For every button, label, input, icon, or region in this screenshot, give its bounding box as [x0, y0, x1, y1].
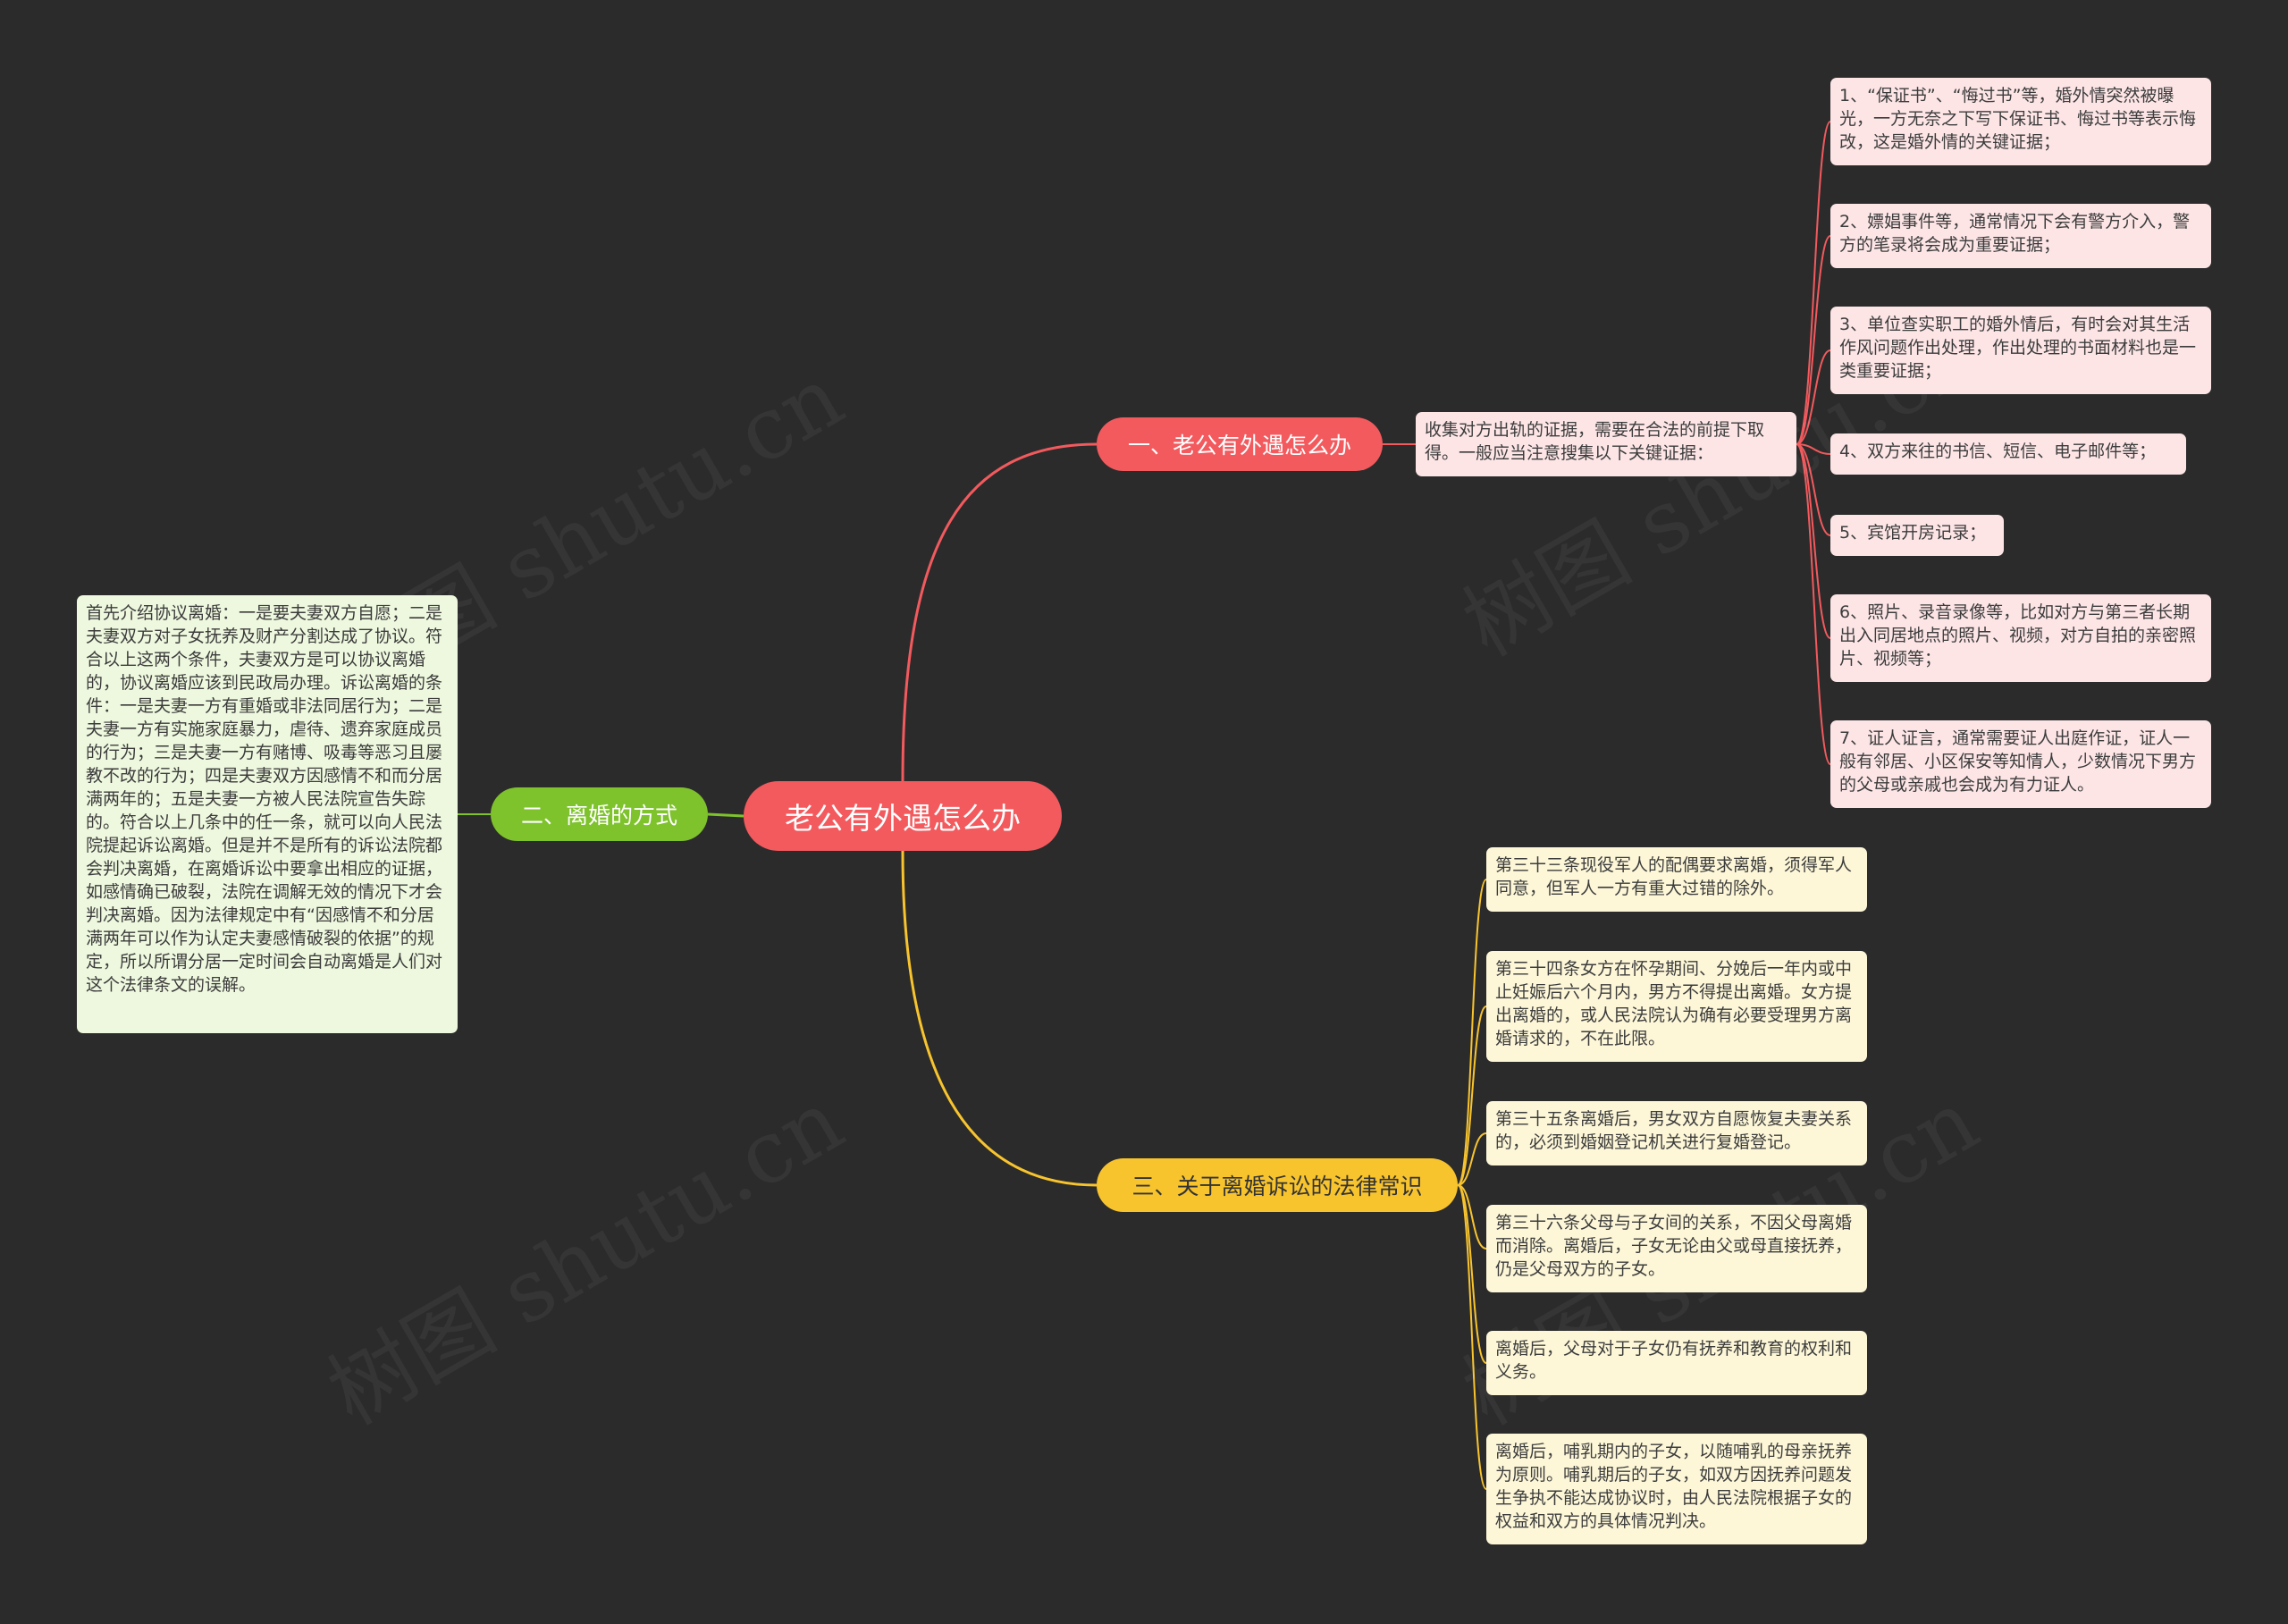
evidence-item-1[interactable]: 1、“保证书”、“悔过书”等，婚外情突然被曝光，一方无奈之下写下保证书、悔过书等…: [1830, 78, 2211, 165]
evidence-link-7: [1796, 443, 1831, 765]
root-to-branch1-line: [901, 442, 1098, 782]
law-link-4: [1457, 1184, 1487, 1250]
law-item-5[interactable]: 离婚后，父母对于子女仍有抚养和教育的权利和义务。: [1486, 1331, 1867, 1395]
law-item-6[interactable]: 离婚后，哺乳期内的子女，以随哺乳的母亲抚养为原则。哺乳期后的子女，如双方因抚养问…: [1486, 1434, 1867, 1544]
root-to-branch2-line: [707, 812, 744, 818]
law-item-2[interactable]: 第三十四条女方在怀孕期间、分娩后一年内或中止妊娠后六个月内，男方不得提出离婚。女…: [1486, 951, 1867, 1062]
law-link-3: [1457, 1132, 1487, 1186]
law-link-5: [1457, 1184, 1487, 1364]
law-link-1: [1457, 879, 1487, 1186]
root-topic[interactable]: 老公有外遇怎么办: [744, 781, 1062, 851]
evidence-link-1: [1796, 121, 1831, 445]
evidence-item-2[interactable]: 2、嫖娼事件等，通常情况下会有警方介入，警方的笔录将会成为重要证据；: [1830, 204, 2211, 268]
evidence-link-6: [1796, 443, 1831, 639]
law-item-4[interactable]: 第三十六条父母与子女间的关系，不因父母离婚而消除。离婚后，子女无论由父或母直接抚…: [1486, 1205, 1867, 1292]
evidence-item-5[interactable]: 5、宾馆开房记录；: [1830, 515, 2004, 556]
evidence-link-4: [1796, 443, 1831, 455]
root-to-branch3-line: [901, 850, 1098, 1187]
law-link-2: [1457, 1006, 1487, 1186]
branch-divorce-law[interactable]: 三、关于离婚诉讼的法律常识: [1097, 1158, 1458, 1212]
evidence-item-7[interactable]: 7、证人证言，通常需要证人出庭作证，证人一般有邻居、小区保安等知情人，少数情况下…: [1830, 720, 2211, 808]
branch-affair-handling[interactable]: 一、老公有外遇怎么办: [1097, 417, 1383, 471]
law-link-6: [1457, 1184, 1487, 1490]
branch1-intro-card[interactable]: 收集对方出轨的证据，需要在合法的前提下取得。一般应当注意搜集以下关键证据：: [1416, 412, 1796, 476]
evidence-item-3[interactable]: 3、单位查实职工的婚外情后，有时会对其生活作风问题作出处理，作出处理的书面材料也…: [1830, 307, 2211, 394]
evidence-link-5: [1796, 443, 1831, 536]
divorce-methods-card[interactable]: 首先介绍协议离婚：一是要夫妻双方自愿；二是夫妻双方对子女抚养及财产分割达成了协议…: [77, 595, 458, 1033]
evidence-link-3: [1796, 349, 1831, 445]
evidence-link-2: [1796, 235, 1831, 445]
branch-divorce-methods[interactable]: 二、离婚的方式: [491, 787, 708, 841]
law-item-1[interactable]: 第三十三条现役军人的配偶要求离婚，须得军人同意，但军人一方有重大过错的除外。: [1486, 847, 1867, 912]
evidence-item-6[interactable]: 6、照片、录音录像等，比如对方与第三者长期出入同居地点的照片、视频，对方自拍的亲…: [1830, 594, 2211, 682]
evidence-item-4[interactable]: 4、双方来往的书信、短信、电子邮件等；: [1830, 433, 2186, 475]
law-item-3[interactable]: 第三十五条离婚后，男女双方自愿恢复夫妻关系的，必须到婚姻登记机关进行复婚登记。: [1486, 1101, 1867, 1165]
